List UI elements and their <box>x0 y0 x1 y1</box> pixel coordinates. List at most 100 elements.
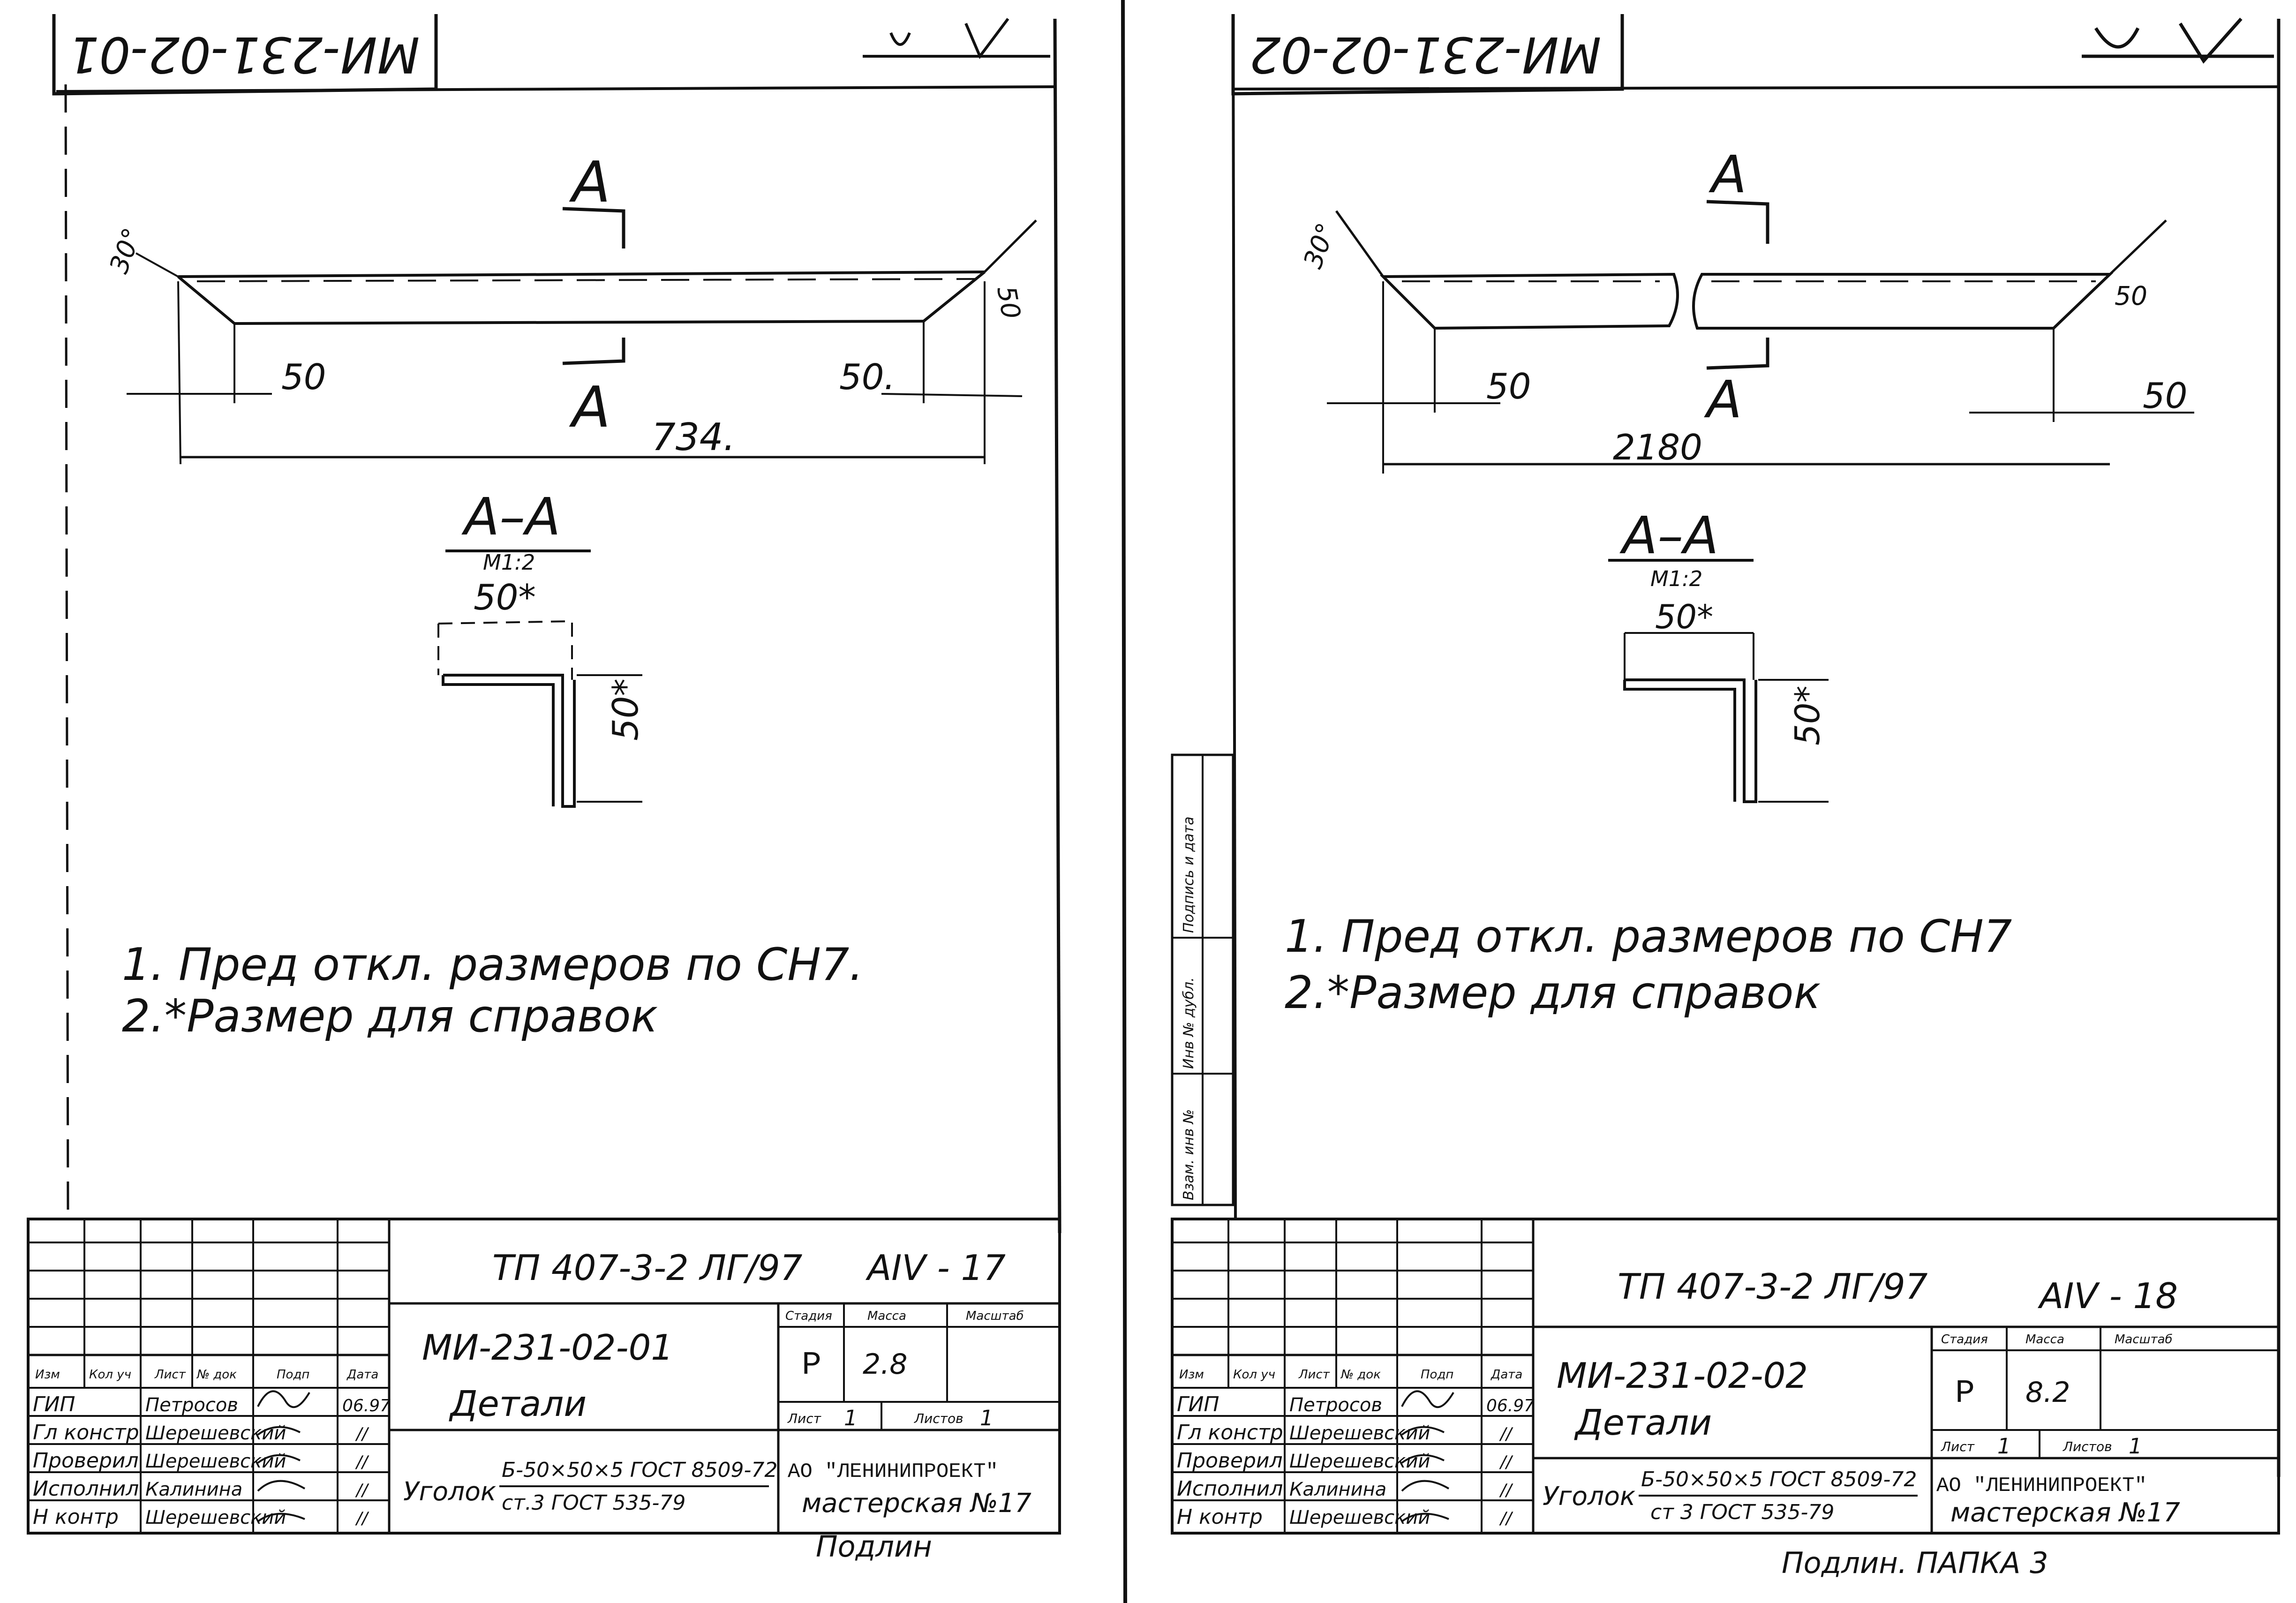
right-section-dim-h: 50* <box>1655 598 1713 636</box>
right-tb-name-4: Калинина <box>1289 1479 1386 1500</box>
left-part-bottom <box>234 320 924 325</box>
right-part-left <box>1379 272 1679 330</box>
right-tb-head-1: Изм <box>1179 1368 1204 1382</box>
right-angle-right: 50 <box>2115 281 2147 311</box>
right-tb-sheet-code: АIV - 18 <box>2038 1275 2178 1317</box>
right-tb-signatures <box>1401 1390 1454 1522</box>
right-note-1: 1. Пред откл. размеров по СН7 <box>1285 911 2012 963</box>
left-tb-org2: мастерская №17 <box>802 1488 1031 1519</box>
left-tb-role-3: Проверил <box>33 1449 139 1473</box>
right-section-line-bottom <box>1706 338 1769 370</box>
right-section-line-top <box>1706 200 1769 244</box>
left-tb-head-3: Лист <box>154 1368 186 1382</box>
left-angle-left: 30° <box>104 224 147 278</box>
left-section-title: А–А <box>461 487 561 547</box>
right-tb-sheet-lbl: Лист <box>1941 1439 1975 1454</box>
left-tb-sheet-no: 1 <box>844 1406 858 1430</box>
left-dim-total: 734. <box>652 415 735 459</box>
right-tb-org1: АО "ЛЕНИНИПРОЕКТ" <box>1936 1474 2147 1498</box>
left-tb-sheets-no: 1 <box>980 1406 994 1430</box>
right-title-block <box>1171 1218 2280 1535</box>
left-tb-name-3: Шерешевский <box>145 1451 286 1472</box>
right-tb-sheets-lbl: Листов <box>2063 1439 2112 1454</box>
right-tb-mass: 8.2 <box>2025 1376 2070 1409</box>
right-dim-total: 2180 <box>1613 427 1702 468</box>
left-frame-right <box>1053 18 1061 1234</box>
right-section-mark-bottom: А <box>1704 369 1742 429</box>
left-angle-ext-left <box>136 252 179 278</box>
right-section-title: А–А <box>1619 505 1719 565</box>
right-note-2: 2.*Размер для справок <box>1285 967 1821 1019</box>
left-section-scale: М1:2 <box>483 550 535 575</box>
left-note-1: 1. Пред откл. размеров по СН7. <box>122 939 863 991</box>
right-tb-date-5: // <box>1499 1509 1513 1528</box>
left-part-chamfer-left <box>177 275 235 325</box>
right-tb-doc-title: Детали <box>1574 1402 1712 1443</box>
right-tb-head-4: № док <box>1340 1368 1381 1382</box>
right-frame-left <box>1232 14 1237 1219</box>
right-margin-sign-date: Подпись и дата <box>1181 817 1197 933</box>
left-dim-ext-3 <box>177 281 181 465</box>
left-part-chamfer-right <box>923 271 986 323</box>
right-tb-role-5: Н контр <box>1177 1505 1263 1529</box>
left-tb-scale-head: Масштаб <box>966 1309 1024 1323</box>
right-tb-name-2: Шерешевский <box>1289 1422 1430 1444</box>
right-section-ext-h <box>1624 632 1754 680</box>
left-tb-stage-head: Стадия <box>785 1309 832 1323</box>
left-section-line-top <box>562 207 625 248</box>
left-section-dim-v: 50* <box>605 678 646 741</box>
right-tb-role-2: Гл констр <box>1177 1421 1283 1445</box>
right-tb-doc-code: МИ-231-02-02 <box>1557 1355 1808 1396</box>
right-margin-inv-dubl: Инв № дубл. <box>1181 977 1197 1069</box>
right-tb-scale-head: Масштаб <box>2115 1332 2173 1347</box>
right-part-right <box>1692 273 2114 330</box>
left-stamp-code: МИ-231-02-01 <box>68 26 420 83</box>
left-tb-signatures <box>257 1390 310 1522</box>
right-tb-sheet-no: 1 <box>1997 1434 2011 1459</box>
left-tb-stage: Р <box>802 1347 821 1384</box>
left-tb-name-1: Петросов <box>145 1394 238 1416</box>
left-tb-name-2: Шерешевский <box>145 1422 286 1444</box>
right-tb-head-5: Подп <box>1421 1368 1453 1382</box>
left-angle-profile-inner <box>442 675 555 806</box>
left-tb-role-1: ГИП <box>33 1392 75 1416</box>
left-tb-mass: 2.8 <box>863 1348 907 1381</box>
left-dim-left: 50 <box>281 356 326 398</box>
left-tb-sheet-lbl: Лист <box>787 1411 821 1426</box>
right-tb-sheets-no: 1 <box>2129 1434 2142 1459</box>
right-section-ext-v <box>1758 679 1829 803</box>
right-tb-name-1: Петросов <box>1289 1394 1382 1416</box>
left-tb-date-4: // <box>355 1481 369 1500</box>
page-divider <box>1121 0 1127 1603</box>
left-dim-right: 50. <box>839 356 895 398</box>
left-section-line-bottom <box>562 338 625 365</box>
right-dim-left: 50 <box>1486 366 1531 407</box>
right-dim-right: 50 <box>2143 375 2187 416</box>
left-angle-profile <box>443 674 576 808</box>
left-roughness-icon <box>863 18 1050 59</box>
left-note-2: 2.*Размер для справок <box>122 991 658 1042</box>
left-tb-head-1: Изм <box>35 1368 60 1382</box>
left-dim-line-2 <box>881 393 1023 397</box>
right-tb-head-6: Дата <box>1491 1368 1522 1382</box>
right-roughness-icon <box>2082 17 2274 64</box>
right-tb-material-bot: ст 3 ГОСТ 535-79 <box>1650 1500 1834 1524</box>
left-tb-date-5: // <box>355 1509 369 1528</box>
left-tb-role-4: Исполнил <box>33 1477 139 1501</box>
left-tb-role-5: Н контр <box>33 1505 119 1529</box>
right-tb-org2: мастерская №17 <box>1950 1498 2180 1528</box>
right-tb-material-top: Б-50×50×5 ГОСТ 8509-72 <box>1641 1468 1917 1491</box>
left-tb-material-lbl: Уголок <box>403 1476 496 1506</box>
right-stamp-box <box>1231 14 1624 96</box>
left-angle-right: 50 <box>991 284 1026 321</box>
left-section-ext-h <box>437 620 573 680</box>
left-stamp-box <box>52 14 438 96</box>
right-tb-date-1: 06.97 <box>1486 1396 1535 1415</box>
left-tb-doc-title: Детали <box>449 1383 587 1424</box>
left-tb-head-6: Дата <box>346 1368 378 1382</box>
left-title-block <box>27 1218 1061 1535</box>
left-sheet: МИ-231-02-01 30° 50 А А 50 50. 734. А–А … <box>27 14 1061 1564</box>
left-tb-head-4: № док <box>196 1368 237 1382</box>
right-tb-mass-head: Масса <box>2025 1332 2064 1347</box>
left-section-ext-v <box>577 674 642 803</box>
